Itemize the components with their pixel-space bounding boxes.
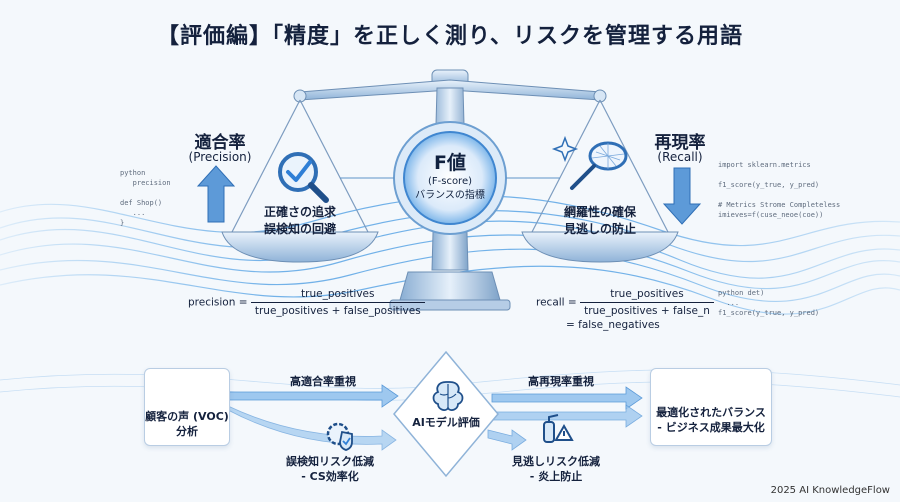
precision-pan-line-1: 正確さの追求 (263, 205, 336, 219)
recall-result-line-2: - 炎上防止 (529, 470, 583, 483)
precision-result: 誤検知リスク低減 - CS効率化 (270, 454, 390, 484)
voc-label: 顧客の声 (VOC) 分析 (145, 409, 229, 439)
recall-pan-label: 網羅性の確保 見逃しの防止 (536, 204, 664, 238)
balance-scale-art (221, 69, 679, 311)
precision-formula-fraction: true_positives true_positives + false_po… (250, 288, 425, 317)
recall-down-arrow-icon (662, 167, 702, 225)
outcome-label: 最適化されたバランス - ビジネス成果最大化 (651, 405, 771, 435)
brain-icon (432, 381, 464, 411)
precision-formula-numerator: true_positives (301, 288, 375, 300)
fscore-medallion: F値 (F-score) バランスの指標 (404, 148, 496, 203)
credit-text: 2025 AI KnowledgeFlow (770, 485, 890, 496)
precision-pan-line-2: 誤検知の回避 (263, 222, 336, 236)
precision-pan-label: 正確さの追求 誤検知の回避 (236, 204, 364, 238)
ai-diamond-shape (393, 350, 499, 478)
voc-line-2: 分析 (176, 425, 198, 438)
gear-shield-icon (326, 422, 353, 451)
recall-formula-lhs: recall = (536, 296, 577, 309)
precision-up-arrow-icon (196, 165, 236, 223)
code-snippet-right-bottom: python det) ... f1_score(y_true, y_pred) (718, 289, 820, 317)
outcome-line-2: - ビジネス成果最大化 (657, 421, 765, 434)
code-snippet-left: python precision def Shop() ... } (120, 169, 171, 227)
recall-formula-extra: = false_negatives (566, 319, 660, 331)
recall-result-line-1: 見逃しリスク低減 (512, 455, 600, 468)
flow-arrows (227, 384, 643, 451)
fscore-subtitle: (F-score) (427, 176, 473, 187)
page-title: 【評価編】「精度」を正しく測り、リスクを管理する用語 (156, 24, 744, 49)
precision-result-line-1: 誤検知リスク低減 (286, 455, 374, 468)
recall-formula-numerator: true_positives (610, 288, 684, 300)
ai-evaluation-label: AIモデル評価 (412, 416, 480, 429)
code-snippet-right-top: import sklearn.metrics f1_score(y_true, … (718, 161, 841, 219)
recall-pan-line-1: 網羅性の確保 (563, 205, 636, 219)
net-icon (551, 135, 628, 190)
fire-extinguisher-icon (543, 414, 574, 443)
recall-formula: recall = true_positives true_positives +… (536, 288, 714, 317)
fscore-note: バランスの指標 (415, 190, 485, 201)
precision-formula-denominator: true_positives + false_positives (250, 302, 425, 317)
voc-box: 顧客の声 (VOC) 分析 (144, 368, 230, 446)
outcome-box: 最適化されたバランス - ビジネス成果最大化 (650, 368, 772, 446)
magnifier-check-icon (278, 152, 329, 203)
high-precision-label: 高適合率重視 (290, 375, 356, 388)
fscore-title: F値 (434, 152, 466, 174)
precision-formula-lhs: precision = (188, 296, 248, 309)
outcome-line-1: 最適化されたバランス (656, 406, 766, 419)
precision-title: 適合率 (194, 133, 246, 153)
precision-formula: precision = true_positives true_positive… (188, 288, 425, 317)
recall-formula-fraction: true_positives true_positives + false_n (580, 288, 714, 317)
high-recall-label: 高再現率重視 (528, 375, 594, 388)
recall-title: 再現率 (654, 133, 706, 153)
precision-result-line-2: - CS効率化 (301, 470, 359, 483)
recall-subtitle: (Recall) (657, 150, 703, 164)
precision-subtitle: (Precision) (188, 150, 252, 164)
recall-pan-line-2: 見逃しの防止 (563, 222, 636, 236)
recall-result: 見逃しリスク低減 - 炎上防止 (496, 454, 616, 484)
voc-line-1: 顧客の声 (VOC) (145, 410, 229, 423)
recall-formula-denominator: true_positives + false_n (580, 302, 714, 317)
